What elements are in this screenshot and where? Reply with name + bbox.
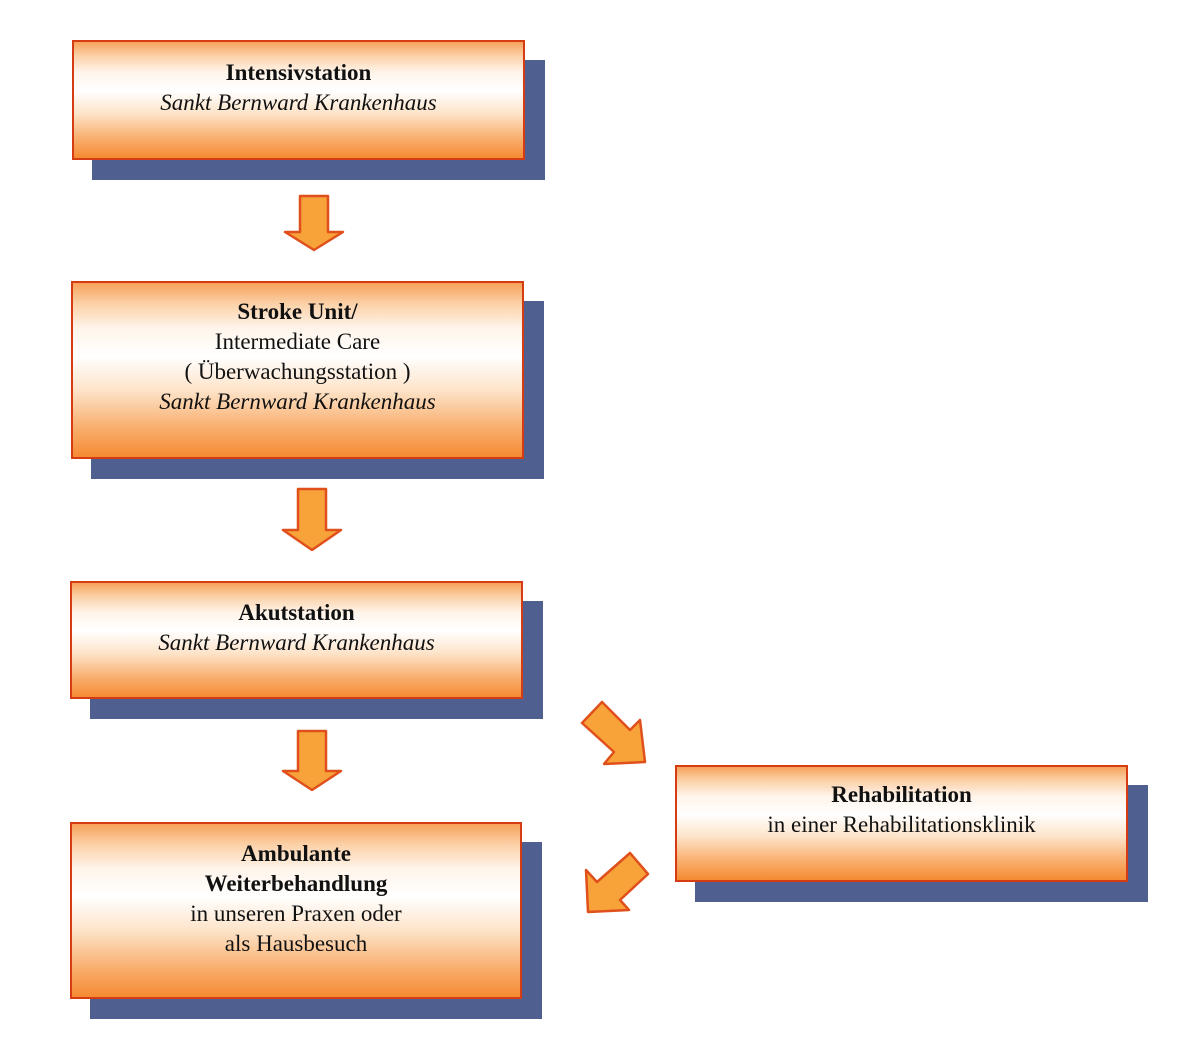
node-location: Sankt Bernward Krankenhaus xyxy=(159,389,436,414)
node-box: Intensivstation Sankt Bernward Krankenha… xyxy=(72,40,525,160)
node-subtitle: in einer Rehabilitationsklinik xyxy=(767,812,1036,837)
node-location: Sankt Bernward Krankenhaus xyxy=(160,90,437,115)
node-box: Stroke Unit/ Intermediate Care ( Überwac… xyxy=(71,281,524,459)
arrow-down-icon xyxy=(281,487,343,552)
node-box: Ambulante Weiterbehandlung in unseren Pr… xyxy=(70,822,522,999)
node-akutstation: Akutstation Sankt Bernward Krankenhaus xyxy=(70,581,543,719)
arrow-down-left-icon xyxy=(584,851,650,914)
node-title: Ambulante xyxy=(241,841,351,866)
node-subtitle: in unseren Praxen oder xyxy=(190,901,402,926)
node-title: Rehabilitation xyxy=(831,782,972,807)
node-subtitle: ( Überwachungsstation ) xyxy=(184,359,411,384)
node-intensivstation: Intensivstation Sankt Bernward Krankenha… xyxy=(72,40,545,180)
node-ambulante-weiterbehandlung: Ambulante Weiterbehandlung in unseren Pr… xyxy=(70,822,542,1019)
node-subtitle: als Hausbesuch xyxy=(224,931,368,956)
node-rehabilitation: Rehabilitation in einer Rehabilitationsk… xyxy=(675,765,1148,902)
node-title: Akutstation xyxy=(238,600,355,625)
arrow-down-icon xyxy=(281,729,343,792)
node-title: Stroke Unit/ xyxy=(237,299,358,324)
node-title: Weiterbehandlung xyxy=(204,871,388,896)
node-title: Intensivstation xyxy=(225,60,372,85)
node-box: Rehabilitation in einer Rehabilitationsk… xyxy=(675,765,1128,882)
node-stroke-unit: Stroke Unit/ Intermediate Care ( Überwac… xyxy=(71,281,544,479)
node-subtitle: Intermediate Care xyxy=(214,329,381,354)
arrow-down-right-icon xyxy=(580,700,647,766)
arrow-down-icon xyxy=(283,194,345,252)
node-location: Sankt Bernward Krankenhaus xyxy=(158,630,435,655)
node-box: Akutstation Sankt Bernward Krankenhaus xyxy=(70,581,523,699)
